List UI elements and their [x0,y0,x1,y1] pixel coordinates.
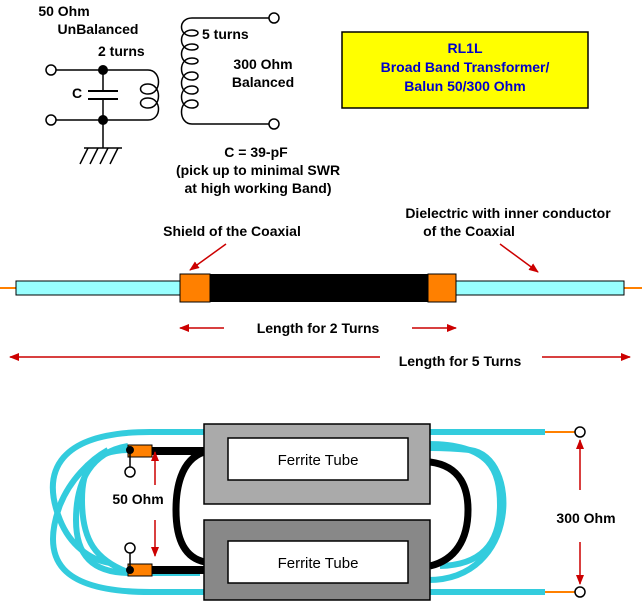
primary-coil [103,69,160,121]
fifty-ohm-label: 50 Ohm [112,491,163,507]
right-winding-bottom [427,445,507,583]
left-terminal-bottom-a [124,542,136,554]
schematic: 50 Ohm UnBalanced 2 turns C [38,3,340,196]
title-box: RL1L Broad Band Transformer/ Balun 50/30… [341,31,589,109]
ground-icon [79,120,122,165]
shield-pointer-arrow [189,243,227,271]
left-terminal-top-a [126,446,134,454]
shield-end-left [179,273,211,303]
secondary-turns-label: 5 turns [202,26,249,42]
shield-label: Shield of the Coaxial [163,223,301,239]
title-line-2: Broad Band Transformer/ [381,59,550,75]
output-terminal-bottom [268,118,280,130]
capacitor-note-1: (pick up to minimal SWR [176,162,340,178]
output-impedance-label: 300 Ohm [233,56,292,72]
title-line-1: RL1L [448,40,483,56]
ferrite-top-label: Ferrite Tube [278,452,359,469]
secondary-coil [180,17,270,125]
dielectric-label-1: Dielectric with inner conductor [405,205,611,221]
length-2-turns-label: Length for 2 Turns [257,320,380,336]
shield-link-right [429,458,472,570]
right-terminal-bottom [574,586,586,598]
ferrite-bottom-label: Ferrite Tube [278,555,359,572]
capacitor-note-2: at high working Band) [185,180,332,196]
dielectric-label-2: of the Coaxial [423,223,515,239]
input-terminal-bottom [45,114,57,126]
input-type-label: UnBalanced [58,21,139,37]
right-terminal-top [574,426,586,438]
title-line-3: Balun 50/300 Ohm [404,78,525,94]
output-type-label: Balanced [232,74,294,90]
capacitor-symbol [88,70,118,120]
output-terminal-top [268,12,280,24]
capacitor-label: C [72,85,82,101]
input-terminal-top [45,64,57,76]
input-impedance-label: 50 Ohm [38,3,89,19]
shield-end-right [427,273,457,303]
shield-link-loop [172,448,206,566]
coax-cable: Shield of the Coaxial Dielectric with in… [0,205,642,369]
capacitor-value: C = 39-pF [224,144,288,160]
dielectric-pointer-arrow [499,243,539,273]
balun-assembly: Ferrite Tube Ferrite Tube 50 Ohm 300 Ohm [49,423,616,601]
coax-shield [180,274,456,302]
inner-winding-bottom [72,443,131,576]
left-terminal-top-b [124,466,136,478]
dielectric-left [15,280,181,296]
length-5-turns-label: Length for 5 Turns [399,353,522,369]
dielectric-right [455,280,625,296]
left-terminal-bottom-b [126,566,134,574]
primary-turns-label: 2 turns [98,43,145,59]
three-hundred-ohm-label: 300 Ohm [556,510,615,526]
